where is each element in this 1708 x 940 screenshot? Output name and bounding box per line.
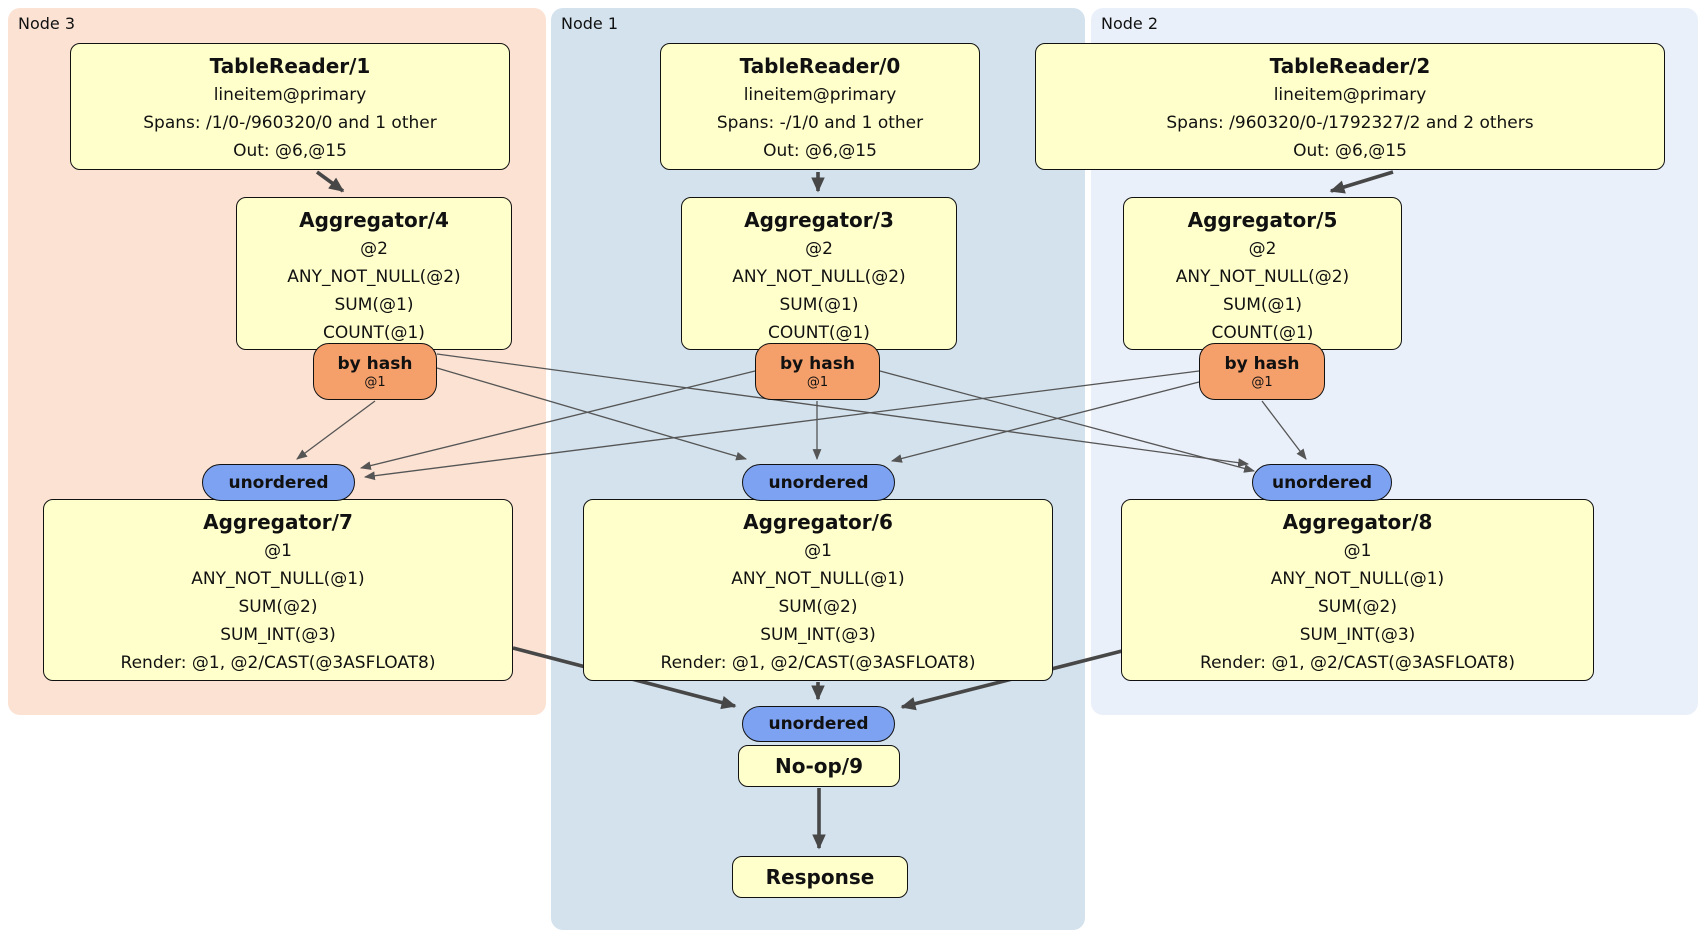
edge-hash5-sync8 [1261, 400, 1307, 460]
processor-title: Response [765, 865, 875, 889]
processor-line: ANY_NOT_NULL(@2) [287, 267, 461, 287]
processor-tablereader-2: TableReader/2 lineitem@primary Spans: /9… [1035, 43, 1665, 170]
processor-line: Render: @1, @2/CAST(@3ASFLOAT8) [660, 653, 976, 673]
edge-hash4-sync7 [296, 400, 376, 460]
processor-line: lineitem@primary [743, 85, 897, 105]
processor-line: Render: @1, @2/CAST(@3ASFLOAT8) [1200, 653, 1515, 673]
processor-line: @2 [805, 239, 833, 259]
router-key: @1 [1251, 374, 1273, 390]
processor-aggregator-7: Aggregator/7 @1 ANY_NOT_NULL(@1) SUM(@2)… [43, 499, 513, 681]
sync-unordered-final: unordered [742, 706, 895, 742]
processor-line: SUM_INT(@3) [1299, 625, 1416, 645]
edge-hash4-sync6 [436, 367, 748, 461]
processor-title: Aggregator/4 [299, 208, 449, 232]
processor-line: SUM_INT(@3) [760, 625, 876, 645]
region-node2-label: Node 2 [1101, 14, 1159, 33]
processor-title: TableReader/0 [739, 54, 901, 78]
processor-tablereader-1: TableReader/1 lineitem@primary Spans: /1… [70, 43, 510, 170]
processor-title: Aggregator/3 [744, 208, 894, 232]
processor-line: COUNT(@1) [1211, 323, 1314, 343]
region-node3-label: Node 3 [18, 14, 76, 33]
processor-line: SUM(@2) [238, 597, 318, 617]
processor-line: SUM_INT(@3) [220, 625, 336, 645]
router-by-hash-3: by hash @1 [755, 343, 880, 400]
processor-line: Render: @1, @2/CAST(@3ASFLOAT8) [120, 653, 436, 673]
sync-unordered-left: unordered [202, 464, 355, 501]
processor-line: lineitem@primary [213, 85, 367, 105]
edge-hash3-sync7 [359, 370, 756, 470]
router-label: by hash [780, 353, 855, 374]
processor-no-op-9: No-op/9 [738, 745, 900, 787]
processor-line: ANY_NOT_NULL(@1) [731, 569, 905, 589]
processor-line: Out: @6,@15 [1293, 141, 1407, 161]
processor-aggregator-6: Aggregator/6 @1 ANY_NOT_NULL(@1) SUM(@2)… [583, 499, 1053, 681]
processor-line: COUNT(@1) [768, 323, 870, 343]
processor-line: @1 [1343, 541, 1372, 561]
router-key: @1 [806, 374, 829, 390]
router-key: @1 [364, 374, 386, 390]
processor-line: ANY_NOT_NULL(@2) [732, 267, 906, 287]
processor-line: COUNT(@1) [323, 323, 425, 343]
processor-aggregator-8: Aggregator/8 @1 ANY_NOT_NULL(@1) SUM(@2)… [1121, 499, 1594, 681]
processor-line: SUM(@2) [778, 597, 858, 617]
sync-unordered-middle: unordered [742, 464, 895, 501]
edge-hash4-sync8 [436, 353, 1250, 468]
processor-aggregator-5: Aggregator/5 @2 ANY_NOT_NULL(@2) SUM(@1)… [1123, 197, 1402, 350]
processor-title: Aggregator/8 [1282, 510, 1433, 534]
router-by-hash-4: by hash @1 [313, 343, 437, 400]
processor-line: ANY_NOT_NULL(@1) [191, 569, 365, 589]
router-by-hash-5: by hash @1 [1199, 343, 1325, 400]
processor-title: Aggregator/5 [1187, 208, 1338, 232]
router-label: by hash [1224, 353, 1300, 374]
processor-line: Spans: /1/0-/960320/0 and 1 other [143, 113, 437, 133]
processor-line: SUM(@1) [779, 295, 859, 315]
processor-title: Aggregator/7 [203, 510, 353, 534]
edge-tr1-agg4 [315, 170, 345, 193]
region-node1-label: Node 1 [561, 14, 619, 33]
edge-hash5-sync7 [363, 370, 1200, 481]
edge-hash3-sync8 [879, 370, 1256, 473]
processor-line: SUM(@2) [1318, 597, 1397, 617]
processor-line: ANY_NOT_NULL(@1) [1270, 569, 1445, 589]
processor-line: ANY_NOT_NULL(@2) [1175, 267, 1350, 287]
processor-response: Response [732, 856, 908, 898]
processor-title: No-op/9 [774, 754, 864, 778]
processor-title: Aggregator/6 [743, 510, 893, 534]
processor-tablereader-0: TableReader/0 lineitem@primary Spans: -/… [660, 43, 980, 170]
processor-aggregator-4: Aggregator/4 @2 ANY_NOT_NULL(@2) SUM(@1)… [236, 197, 512, 350]
processor-line: Out: @6,@15 [763, 141, 877, 161]
edge-hash5-sync6 [890, 381, 1200, 463]
processor-line: Out: @6,@15 [233, 141, 347, 161]
edge-tr2-agg5 [1329, 170, 1394, 194]
processor-line: @1 [264, 541, 292, 561]
processor-title: TableReader/1 [209, 54, 371, 78]
processor-line: lineitem@primary [1273, 85, 1427, 105]
processor-line: @2 [360, 239, 388, 259]
processor-line: SUM(@1) [1223, 295, 1302, 315]
processor-line: Spans: /960320/0-/1792327/2 and 2 others [1166, 113, 1534, 133]
processor-line: Spans: -/1/0 and 1 other [716, 113, 924, 133]
processor-line: SUM(@1) [334, 295, 414, 315]
processor-line: @1 [804, 541, 832, 561]
processor-title: TableReader/2 [1269, 54, 1431, 78]
router-label: by hash [337, 353, 413, 374]
processor-aggregator-3: Aggregator/3 @2 ANY_NOT_NULL(@2) SUM(@1)… [681, 197, 957, 350]
sync-unordered-right: unordered [1252, 464, 1392, 501]
processor-line: @2 [1248, 239, 1277, 259]
